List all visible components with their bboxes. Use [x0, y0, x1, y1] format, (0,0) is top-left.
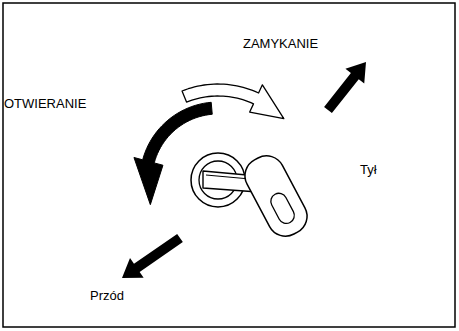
front-arrow — [122, 234, 183, 278]
direction-label: ZAMYKANIE — [243, 37, 318, 51]
direction-label: OTWIERANIE — [4, 97, 86, 111]
direction-label: Tył — [360, 163, 377, 177]
frame — [3, 3, 455, 327]
direction-label: Przód — [90, 289, 124, 303]
rear-arrow — [324, 62, 366, 113]
key — [203, 150, 313, 243]
